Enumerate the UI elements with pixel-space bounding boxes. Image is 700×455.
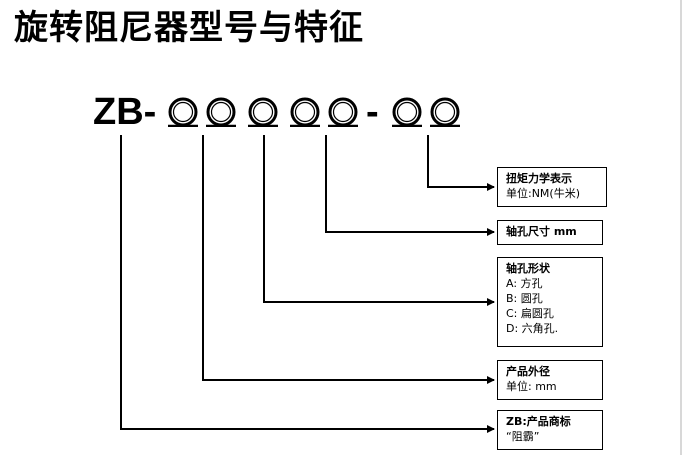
box-outer-dia: 产品外径 单位: mm <box>497 360 603 400</box>
torque-label: 扭矩力学表示 <box>506 172 572 185</box>
shaft-shape-option-a: A: 方孔 <box>506 277 543 290</box>
page-title: 旋转阻尼器型号与特征 <box>14 8 364 48</box>
model-slot-3 <box>248 97 278 127</box>
torque-unit: 单位:NM(牛米) <box>506 187 581 200</box>
box-shaft-shape: 轴孔形状 A: 方孔 B: 圆孔 C: 扁圆孔 D: 六角孔. <box>497 257 603 347</box>
connector-shaft-shape <box>263 135 495 306</box>
box-brand: ZB:产品商标 “阻霸” <box>497 410 603 450</box>
shaft-shape-label: 轴孔形状 <box>506 262 550 275</box>
connector-shaft-size <box>325 135 495 236</box>
connector-outer-dia <box>202 135 495 384</box>
brand-name: “阻霸” <box>506 430 540 443</box>
connector-brand <box>120 135 495 433</box>
model-slot-5 <box>328 97 358 127</box>
outer-dia-unit: 单位: mm <box>506 380 557 393</box>
model-prefix-text: ZB <box>93 91 144 133</box>
box-shaft-size: 轴孔尺寸 mm <box>497 220 603 245</box>
brand-label: ZB:产品商标 <box>506 415 571 428</box>
model-dash-2: - <box>366 91 379 133</box>
box-torque: 扭矩力学表示 单位:NM(牛米) <box>497 167 607 207</box>
shaft-shape-option-c: C: 扁圆孔 <box>506 307 554 320</box>
frame-edge <box>680 0 682 455</box>
shaft-size-label: 轴孔尺寸 mm <box>506 225 577 238</box>
model-slot-2 <box>206 97 236 127</box>
model-dash-1: - <box>143 91 157 133</box>
model-slot-6 <box>392 97 422 127</box>
connector-torque <box>427 135 495 191</box>
model-slot-1 <box>168 97 198 127</box>
model-slot-7 <box>430 97 460 127</box>
model-prefix: ZB- <box>93 88 156 136</box>
model-slot-4 <box>290 97 320 127</box>
outer-dia-label: 产品外径 <box>506 365 550 378</box>
shaft-shape-option-d: D: 六角孔. <box>506 322 559 335</box>
shaft-shape-option-b: B: 圆孔 <box>506 292 543 305</box>
